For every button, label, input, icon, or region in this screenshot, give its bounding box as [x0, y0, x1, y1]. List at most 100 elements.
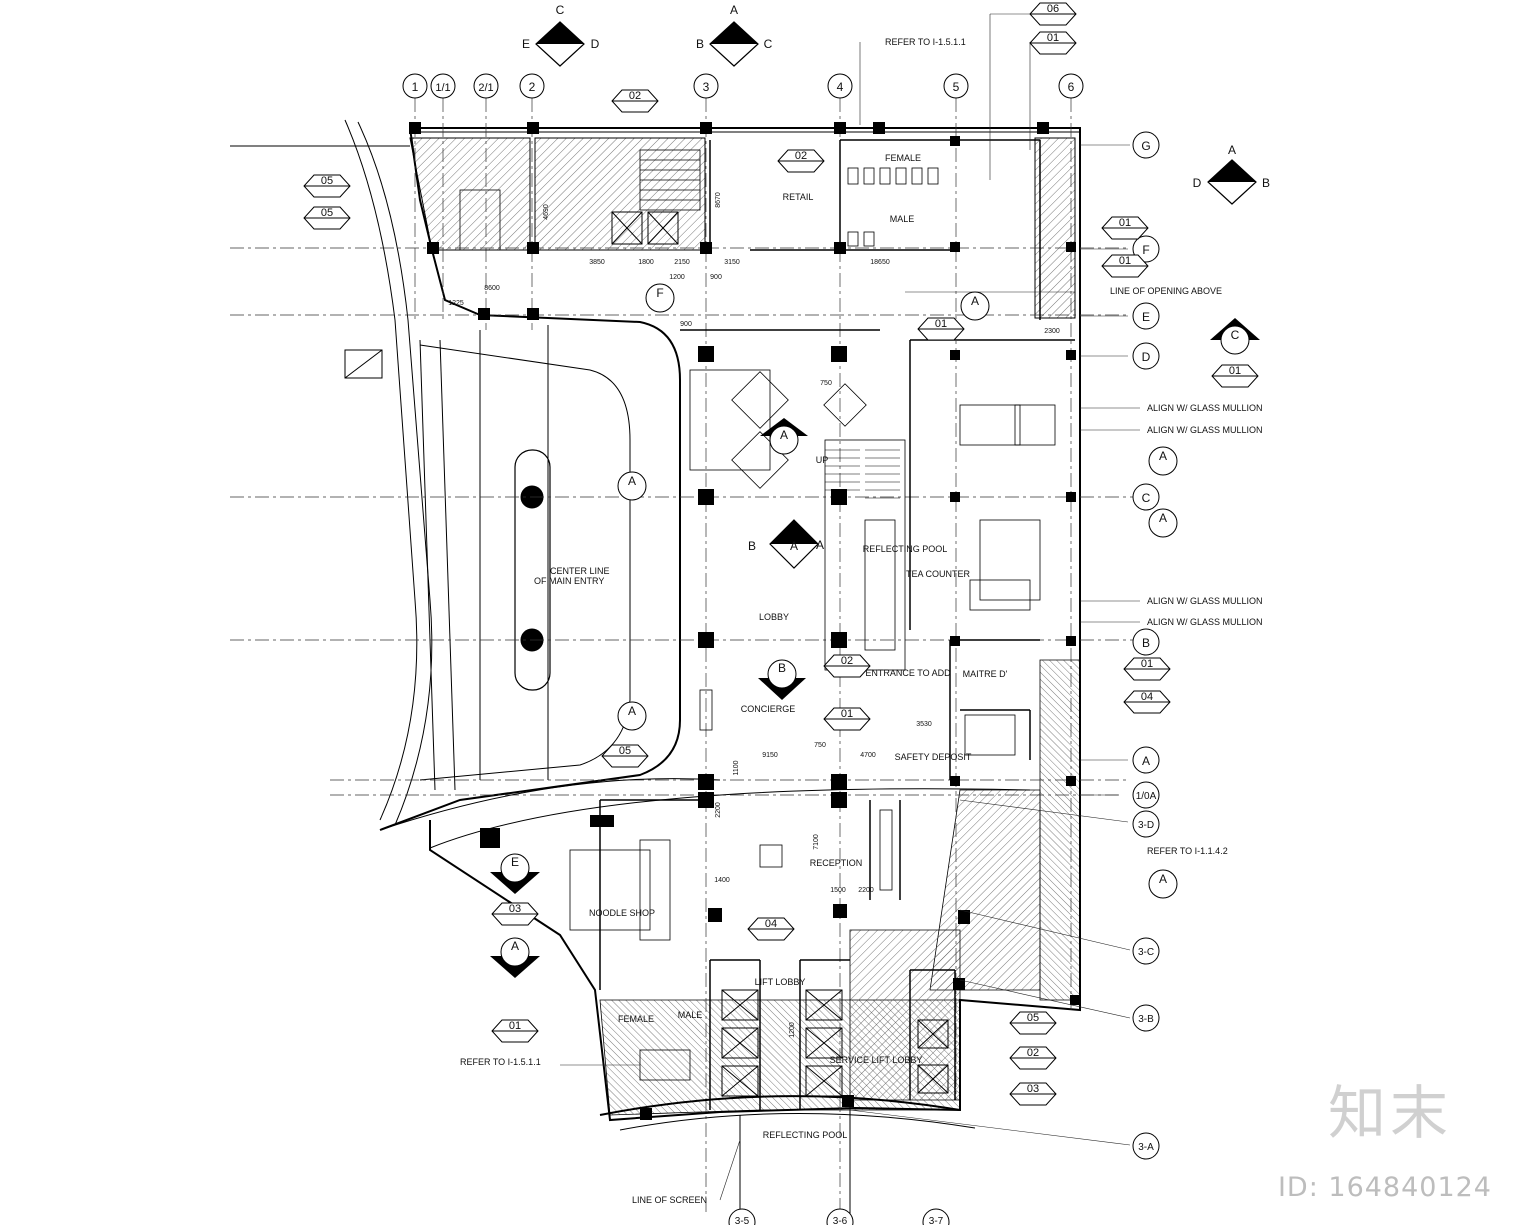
grid-bubble — [1132, 483, 1160, 511]
dimension: 8670 — [715, 192, 722, 208]
hex-tag: 01 — [1123, 657, 1171, 681]
grid-bubble — [473, 73, 499, 99]
room-label: RECEPTION — [810, 858, 863, 868]
grid-bubble-label: B — [1142, 636, 1150, 650]
svg-text:01: 01 — [1119, 217, 1131, 229]
dimension: 1200 — [669, 274, 685, 281]
hex-tag: 05 — [601, 744, 649, 768]
svg-text:02: 02 — [795, 150, 807, 162]
grid-bubble-label: F — [1142, 243, 1149, 257]
grid-bubble-label: 6 — [1068, 80, 1075, 94]
hex-tag: 01 — [823, 707, 871, 731]
dimension: 900 — [710, 274, 722, 281]
note: REFER TO I-1.1.4.2 — [1147, 846, 1228, 856]
hex-tag: 04 — [747, 917, 795, 941]
room-label: NOODLE SHOP — [589, 908, 655, 918]
svg-text:A: A — [790, 539, 798, 553]
grid-bubble — [1132, 131, 1160, 159]
section-marker: A B A — [748, 519, 824, 569]
hex-tags: 06 01 02 05 05 02 01 01 01 01 02 01 04 0… — [303, 2, 1259, 1106]
note: ALIGN W/ GLASS MULLION — [1147, 617, 1263, 627]
section-markers: C E D A B C A D B A B A — [522, 3, 1270, 569]
dimension: 18650 — [870, 259, 890, 266]
grid-bubble — [1132, 302, 1160, 330]
hex-tag: 05 — [1009, 1011, 1057, 1035]
svg-text:B: B — [748, 539, 756, 553]
section-marker: C E D — [522, 3, 600, 67]
hex-tag: 02 — [1009, 1046, 1057, 1070]
hex-tag: 01 — [1101, 216, 1149, 240]
svg-text:05: 05 — [619, 745, 631, 757]
svg-text:A: A — [971, 294, 979, 308]
grid-bubble — [943, 73, 969, 99]
elevation-tag: A — [617, 701, 647, 731]
grid-bubble-label: 3-6 — [833, 1216, 848, 1225]
dimension: 8600 — [484, 285, 500, 292]
dimension: 750 — [820, 380, 832, 387]
room-labels: RETAIL FEMALE MALE REFLECTING POOL TEA C… — [589, 153, 1008, 1140]
grid-bubble-label: 3-C — [1138, 947, 1154, 958]
grid-bubble-label: 4 — [837, 80, 844, 94]
hex-tag: 02 — [777, 149, 825, 173]
room-label: CONCIERGE — [741, 704, 796, 714]
grid-bubble — [1132, 810, 1160, 838]
grid-bubble — [826, 1208, 854, 1225]
svg-text:04: 04 — [765, 918, 777, 930]
svg-text:02: 02 — [629, 90, 641, 102]
grid-bubble-label: G — [1141, 139, 1150, 153]
grid-bubbles-right: G F E D C B A 1/0A 3-D 3-C 3-B 3-A — [1132, 131, 1160, 1160]
grid-bubble — [1132, 342, 1160, 370]
section-marker: A D B — [1193, 143, 1270, 205]
svg-text:D: D — [591, 37, 600, 51]
hex-tag: 01 — [1211, 364, 1259, 388]
room-label: MALE — [678, 1010, 703, 1020]
grid-bubble-label: 3-B — [1138, 1014, 1154, 1025]
note: ALIGN W/ GLASS MULLION — [1147, 596, 1263, 606]
svg-text:A: A — [628, 474, 636, 488]
dimension: 2300 — [1044, 328, 1060, 335]
elevation-tag: B — [758, 659, 806, 700]
room-label: RETAIL — [783, 192, 814, 202]
grid-bubble — [430, 73, 456, 99]
elevation-tag: F — [645, 283, 675, 313]
room-label: MALE — [890, 214, 915, 224]
dimension: 1800 — [638, 259, 654, 266]
note: ALIGN W/ GLASS MULLION — [1147, 403, 1263, 413]
grid-bubble — [519, 73, 545, 99]
note: LINE OF SCREEN — [632, 1195, 707, 1205]
grid-bubble-label: D — [1142, 350, 1151, 364]
room-label: LOBBY — [759, 612, 789, 622]
grid-bubble-label: 3-A — [1138, 1142, 1154, 1153]
elevation-tag: A — [1148, 446, 1178, 476]
elevation-tag: E — [490, 853, 540, 894]
elevation-tag: A — [1148, 869, 1178, 899]
grid-bubble-label: 2/1 — [478, 82, 493, 94]
section-marker: A B C — [696, 3, 773, 67]
svg-text:01: 01 — [1229, 365, 1241, 377]
note: REFER TO I-1.5.1.1 — [885, 37, 966, 47]
room-label: REFLECTING POOL — [763, 1130, 848, 1140]
room-label: UP — [816, 455, 829, 465]
dimension: 1500 — [830, 887, 846, 894]
room-label: FEMALE — [618, 1014, 654, 1024]
hex-tag: 01 — [491, 1019, 539, 1043]
grid-bubble — [922, 1208, 950, 1225]
elevation-tag: C — [1210, 318, 1260, 355]
dimension: 1400 — [714, 877, 730, 884]
dimension: 1225 — [448, 300, 464, 307]
grid-bubble-label: A — [1142, 754, 1150, 768]
annotation-notes: REFER TO I-1.5.1.1 LINE OF OPENING ABOVE… — [460, 37, 1263, 1205]
svg-text:A: A — [1159, 449, 1167, 463]
dimension: 3530 — [916, 721, 932, 728]
note: CENTER LINE — [550, 566, 610, 576]
dimension: 2200 — [858, 887, 874, 894]
grid-bubble — [1132, 781, 1160, 809]
hex-tag: 06 — [1029, 2, 1077, 26]
room-label: LIFT LOBBY — [755, 977, 806, 987]
svg-text:B: B — [1262, 176, 1270, 190]
hex-tag: 05 — [303, 174, 351, 198]
dimension: 2150 — [674, 259, 690, 266]
hex-tag: 05 — [303, 206, 351, 230]
svg-text:F: F — [656, 286, 663, 300]
elevation-tag: A — [490, 937, 540, 978]
